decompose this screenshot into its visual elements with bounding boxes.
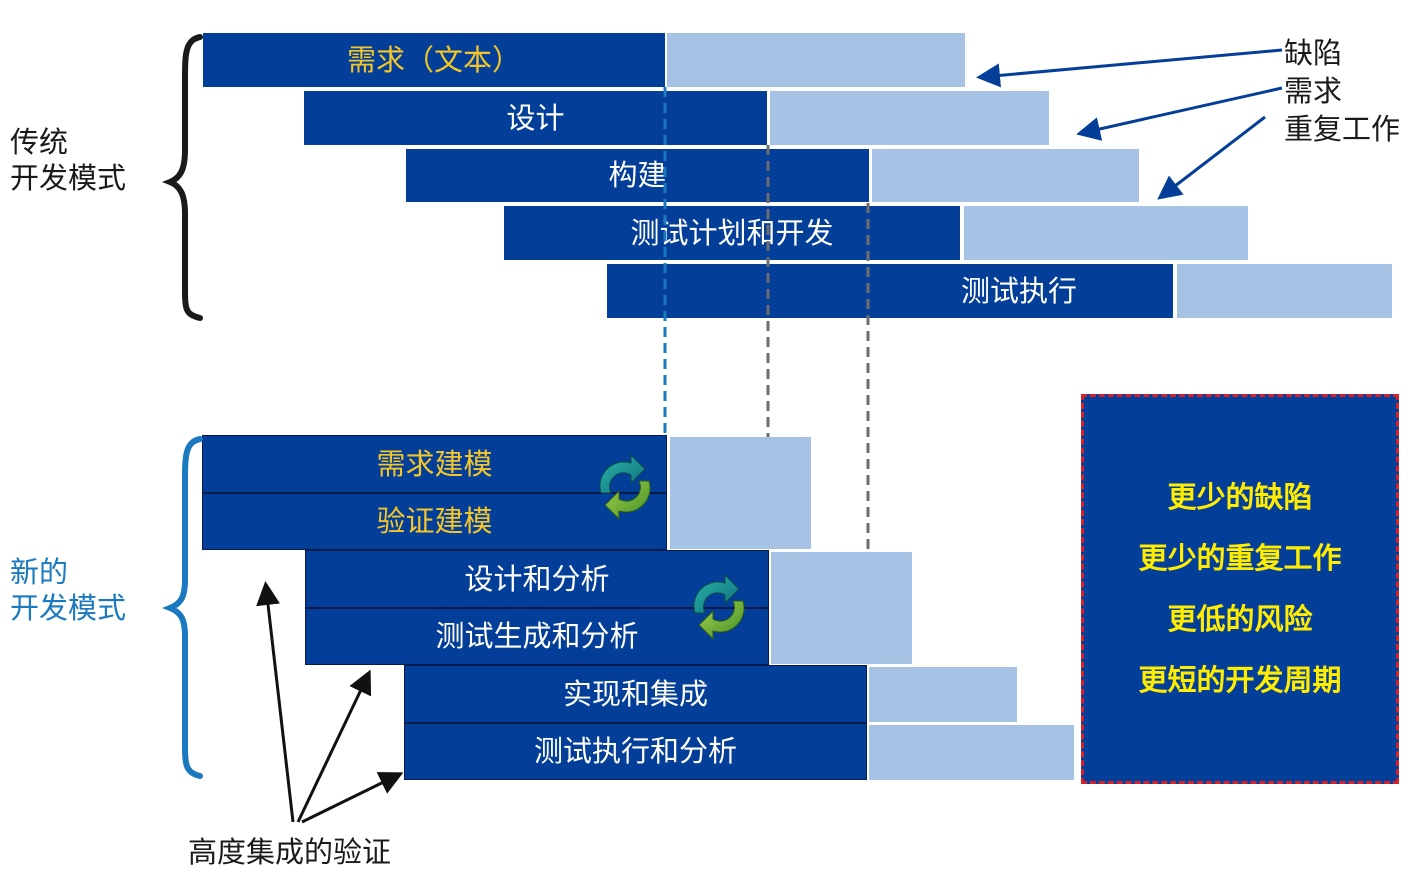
benefit-item: 更短的开发周期 (1138, 663, 1342, 697)
traditional-brace (161, 34, 203, 321)
phase-label: 需求建模 (376, 446, 493, 481)
phase-build: 构建 (406, 149, 869, 202)
verification-arrow-2 (296, 669, 372, 823)
benefits-box: 更少的缺陷 更少的重复工作 更低的风险 更短的开发周期 (1081, 394, 1399, 784)
phase-test-generation: 测试生成和分析 (305, 608, 769, 665)
phase-test-execution: 测试执行 (607, 264, 1173, 318)
phase-test-execution-analysis: 测试执行和分析 (404, 723, 867, 780)
phase-label: 测试执行 (960, 273, 1077, 308)
phase-label: 设计 (506, 100, 565, 135)
benefit-item: 更低的风险 (1167, 602, 1313, 636)
modeling-extension (670, 437, 811, 549)
phase-design-analysis: 设计和分析 (305, 550, 769, 608)
phase-requirements-modeling: 需求建模 (202, 435, 667, 493)
annotation-defects: 缺陷 (1284, 36, 1343, 70)
phase-label: 实现和集成 (562, 676, 708, 711)
phase-label: 构建 (608, 158, 667, 192)
phase-label: 需求（文本） (346, 42, 521, 77)
traditional-model-label: 传统 开发模式 (10, 124, 126, 196)
test-execution-analysis-extension (869, 725, 1074, 780)
annotation-rework: 重复工作 (1284, 112, 1401, 146)
design-analysis-extension (771, 552, 912, 664)
arrow-defects (976, 48, 1283, 88)
phase-label: 测试计划和开发 (630, 215, 834, 250)
verification-arrow-1 (256, 581, 295, 823)
phase-requirements-text: 需求（文本） (203, 33, 665, 87)
traditional-label-line2: 开发模式 (10, 161, 127, 195)
new-label-line1: 新的 (10, 555, 69, 589)
build-extension (872, 149, 1139, 202)
requirements-text-extension (667, 33, 965, 87)
benefit-item: 更少的重复工作 (1138, 541, 1342, 575)
arrow-rework (1157, 115, 1266, 200)
benefit-item: 更少的缺陷 (1167, 480, 1313, 514)
phase-label: 测试生成和分析 (435, 619, 639, 653)
design-extension (770, 91, 1049, 145)
phase-verification-modeling: 验证建模 (202, 493, 667, 550)
annotation-labels: 缺陷 需求 重复工作 (1284, 34, 1400, 148)
new-label-line2: 开发模式 (10, 591, 127, 625)
phase-label: 验证建模 (376, 504, 493, 538)
arrow-requirements (1076, 86, 1283, 141)
test-execution-extension (1177, 264, 1392, 318)
phase-design: 设计 (304, 91, 767, 145)
verification-label: 高度集成的验证 (188, 835, 392, 869)
new-model-label: 新的 开发模式 (10, 554, 126, 626)
annotation-requirements: 需求 (1284, 74, 1343, 108)
traditional-label-line1: 传统 (10, 125, 69, 159)
new-model-brace (161, 436, 203, 779)
test-planning-extension (964, 206, 1248, 260)
implementation-extension (869, 667, 1017, 722)
verification-arrow-3 (301, 772, 404, 824)
phase-implementation: 实现和集成 (404, 665, 867, 723)
phase-label: 设计和分析 (464, 561, 610, 596)
phase-label: 测试执行和分析 (533, 734, 737, 768)
phase-test-planning: 测试计划和开发 (504, 206, 960, 260)
